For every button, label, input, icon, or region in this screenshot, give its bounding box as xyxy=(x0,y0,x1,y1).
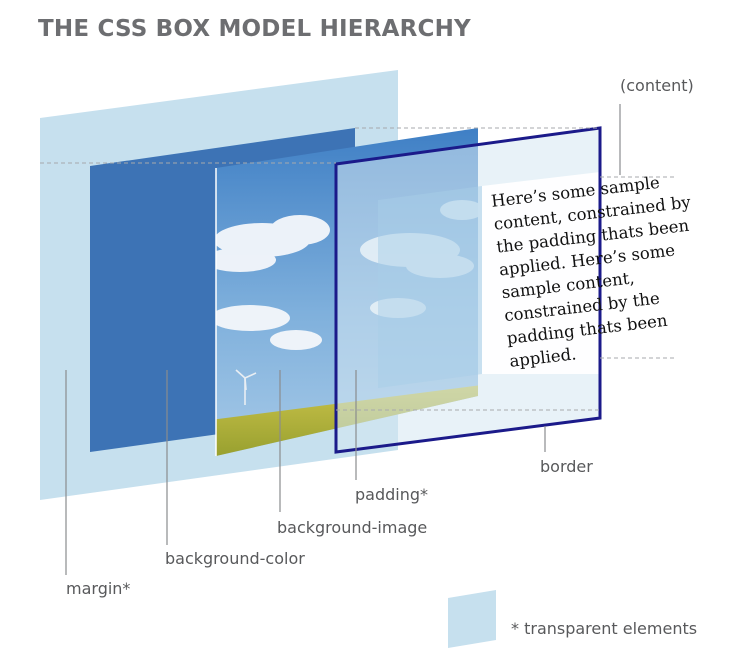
label-padding: padding* xyxy=(355,485,429,504)
label-content: (content) xyxy=(620,76,694,95)
label-margin: margin* xyxy=(66,579,131,598)
content-text-area xyxy=(482,172,600,374)
sample-content-text: Here’s some sample content, constrained … xyxy=(490,172,692,371)
content-area xyxy=(378,186,482,388)
label-background-image: background-image xyxy=(277,518,428,537)
label-background-color: background-color xyxy=(165,549,305,568)
border-layer xyxy=(334,126,602,454)
diagram-title: THE CSS BOX MODEL HIERARCHY xyxy=(38,16,471,42)
legend-swatch xyxy=(448,590,496,648)
legend-note: * transparent elements xyxy=(511,619,698,638)
label-border: border xyxy=(540,457,593,476)
